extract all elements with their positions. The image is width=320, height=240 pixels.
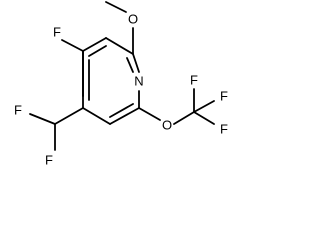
atom-cf3-fluorine-upper-right: F — [220, 89, 228, 104]
bond-c2-n-inner — [126, 57, 134, 73]
bond-c6-o — [138, 107, 161, 121]
bond-cf3-f3 — [193, 100, 215, 113]
bond-c5-c4 — [82, 107, 111, 125]
bond-c2-n — [132, 53, 140, 73]
bond-o-cf3 — [173, 111, 195, 125]
bond-c6-c5 — [109, 107, 140, 125]
atom-cf3-fluorine-right: F — [220, 122, 228, 137]
bond-c1-c2 — [82, 37, 107, 52]
atom-chf2-fluorine-bottom: F — [45, 153, 53, 168]
atom-ether-oxygen: O — [162, 118, 172, 133]
atom-ring-nitrogen: N — [134, 74, 143, 89]
bond-o-ch3 — [105, 1, 127, 13]
bond-c1-c2-inner — [88, 45, 107, 57]
atom-ring-fluorine: F — [53, 25, 61, 40]
atom-cf3-fluorine-top: F — [190, 73, 198, 88]
structure-canvas: N F O O F F F F F — [14, 1, 228, 168]
bond-c1-c2b — [105, 37, 134, 55]
bond-c4-chf2 — [54, 107, 84, 125]
bond-c-f — [61, 39, 84, 52]
molecule-structure: N F O O F F F F F — [14, 1, 228, 168]
bond-chf2-f1 — [29, 113, 56, 125]
bond-c6-c5-inner — [109, 103, 134, 118]
atom-chf2-fluorine-left: F — [14, 103, 22, 118]
bond-cf3-f2 — [193, 111, 215, 125]
atom-methoxy-oxygen: O — [128, 12, 138, 27]
